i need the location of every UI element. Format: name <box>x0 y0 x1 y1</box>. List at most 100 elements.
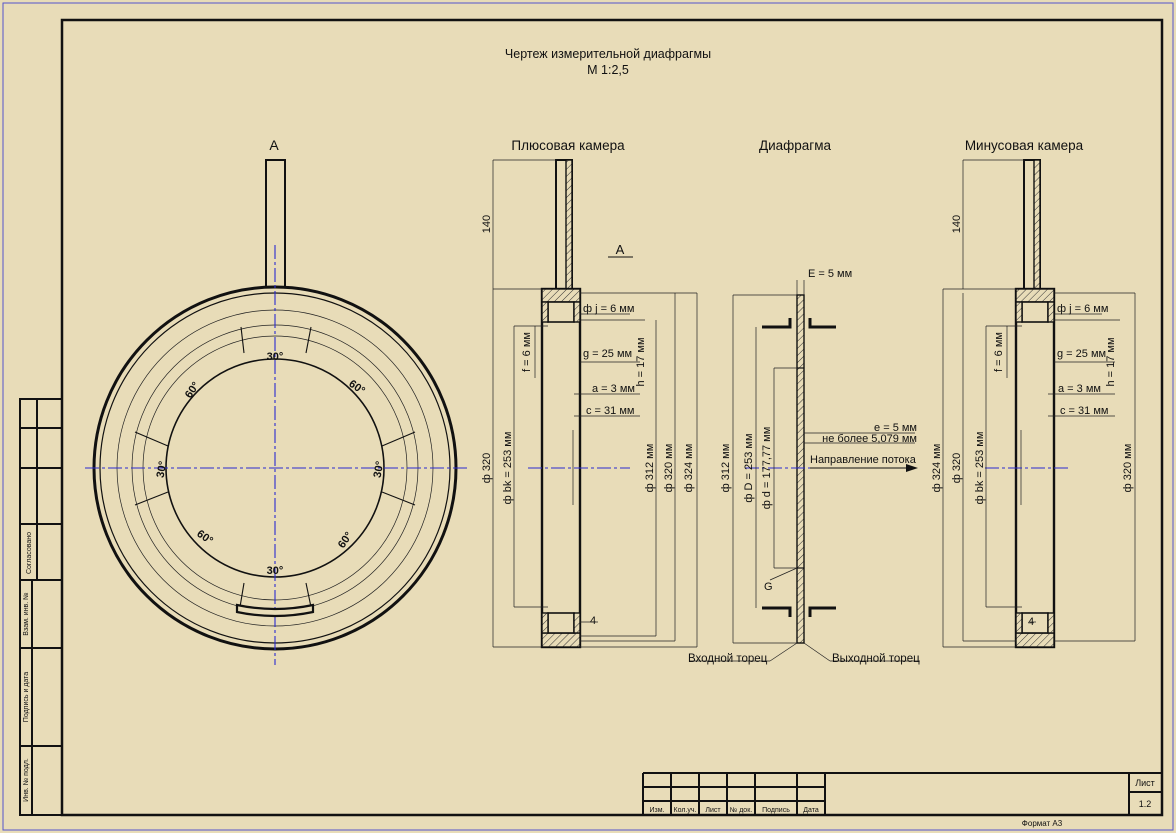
angle-label-top: 30° <box>267 351 284 363</box>
plus-left-wall-bot <box>541 612 549 634</box>
plus-dim-a: a = 3 мм <box>592 383 635 395</box>
minus-chamber-view: Минусовая камера <box>931 138 1136 649</box>
plus-tube-wall <box>565 159 573 298</box>
stamp-agreed: Согласовано <box>26 532 33 574</box>
radial-tick <box>381 491 416 506</box>
minus-tube-wall <box>1033 159 1041 298</box>
tb-header-sign: Подпись <box>762 807 790 814</box>
impulse-tube <box>265 159 286 288</box>
plus-chamber-view: Плюсовая камера А <box>481 138 698 649</box>
flow-arrow-head <box>906 464 918 472</box>
plus-dim-c: c = 31 мм <box>586 405 634 417</box>
angle-label-right: 30° <box>372 460 387 478</box>
minus-dim-a: a = 3 мм <box>1058 383 1101 395</box>
angle-label-left: 30° <box>155 460 170 478</box>
bracket-top-right <box>808 318 836 329</box>
radial-tick <box>381 431 416 447</box>
diaphragm-dim-e: e = 5 мм <box>874 422 917 434</box>
minus-top-recess <box>1021 301 1049 323</box>
minus-dim-140: 140 <box>951 215 963 233</box>
plus-dim-324: ф 324 мм <box>683 444 695 493</box>
minus-top-block <box>1015 288 1055 303</box>
minus-chamber-title: Минусовая камера <box>965 138 1084 153</box>
minus-dim-f: f = 6 мм <box>993 332 1005 372</box>
diaphragm-dim-G: G <box>764 581 773 593</box>
plus-top-block <box>541 288 581 303</box>
plus-dim-312: ф 312 мм <box>644 444 656 493</box>
minus-dim-bk: ф bk = 253 мм <box>974 432 986 505</box>
plus-left-wall-top <box>541 301 549 323</box>
radial-tick <box>134 491 169 506</box>
diaphragm-title: Диафрагма <box>759 138 832 153</box>
plus-dim-4: 4 <box>590 615 596 627</box>
plus-bottom-recess <box>547 612 575 634</box>
tb-header-list: Лист <box>705 807 721 814</box>
bracket-bottom-right <box>808 606 836 617</box>
flow-direction-label: Направление потока <box>810 454 917 466</box>
diaphragm-dim-max: не более 5,079 мм <box>822 433 917 445</box>
minus-dim-h: h = 17 мм <box>1105 337 1117 386</box>
minus-bottom-block <box>1015 632 1055 648</box>
drawing-title: Чертеж измерительной диафрагмы <box>505 47 711 61</box>
stamp-signature-date: Подпись и дата <box>23 672 30 722</box>
section-label-a: А <box>616 242 625 257</box>
minus-dim-324: ф 324 мм <box>931 444 943 493</box>
plus-chamber-title: Плюсовая камера <box>511 138 625 153</box>
plus-right-wall-bot <box>573 612 581 634</box>
tb-sheet-label: Лист <box>1135 778 1155 788</box>
stamp-replace-inv: Взам. инв. № <box>23 592 30 635</box>
drawing-scale: М 1:2,5 <box>587 63 629 77</box>
plus-dim-320: ф 320 <box>481 453 493 483</box>
minus-bottom-recess <box>1021 612 1049 634</box>
plus-dim-bk: ф bk = 253 мм <box>502 432 514 505</box>
plus-right-wall <box>573 301 581 323</box>
tb-header-doc: № док. <box>730 807 752 814</box>
drain-slot <box>235 603 315 618</box>
plus-dim-f: f = 6 мм <box>521 332 533 372</box>
plus-dim-h: h = 17 мм <box>635 337 647 386</box>
minus-left-wall-top <box>1015 301 1023 323</box>
plus-dim-140: 140 <box>481 215 493 233</box>
diaphragm-view: Диафрагма <box>688 138 920 665</box>
diaphragm-dim-312: ф 312 мм <box>720 444 732 493</box>
diaphragm-dim-D: ф D = 253 мм <box>743 433 755 502</box>
diaphragm-dim-d: ф d = 177,77 мм <box>761 427 773 510</box>
side-stamp <box>19 398 63 816</box>
stamp-inv-original: Инв. № подл. <box>23 758 30 802</box>
angle-label-upper-right: 60° <box>346 378 367 397</box>
diaphragm-plate <box>796 294 805 644</box>
format-label: Формат А3 <box>1022 819 1063 828</box>
minus-dim-4: 4 <box>1028 616 1034 628</box>
radial-tick <box>134 431 169 447</box>
radial-tick <box>240 326 245 354</box>
plus-dim-g: g = 25 мм <box>583 348 632 360</box>
title-block <box>642 772 1162 815</box>
minus-left-wall-bot <box>1015 612 1023 634</box>
plus-dim-320-right: ф 320 мм <box>663 444 675 493</box>
minus-right-wall-bot <box>1047 612 1055 634</box>
minus-dim-320-right: ф 320 мм <box>1122 444 1134 493</box>
tb-sheet-number: 1.2 <box>1139 799 1152 809</box>
plus-bottom-block <box>541 632 581 648</box>
radial-tick <box>305 582 312 608</box>
outlet-face-label: Выходной торец <box>832 653 920 665</box>
plus-dim-j: ф j = 6 мм <box>583 303 634 315</box>
inlet-face-label: Входной торец <box>688 653 768 665</box>
minus-dim-320: ф 320 <box>951 453 963 483</box>
angle-label-bottom: 30° <box>267 565 284 577</box>
minus-right-wall <box>1047 301 1055 323</box>
bracket-bottom-left <box>762 606 792 617</box>
tb-header-date: Дата <box>803 807 819 814</box>
angle-label-upper-left: 60° <box>183 380 202 401</box>
tb-header-izm: Изм. <box>650 807 665 814</box>
radial-tick <box>305 326 312 354</box>
radial-tick <box>239 582 245 608</box>
bracket-top-left <box>762 318 792 329</box>
minus-dim-c: c = 31 мм <box>1060 405 1108 417</box>
minus-dim-j: ф j = 6 мм <box>1057 303 1108 315</box>
front-view: А 30° 60° 60° 30° 30° 60° <box>85 137 468 665</box>
front-view-label: А <box>269 137 279 153</box>
tb-header-kolvo: Кол.уч. <box>674 807 697 814</box>
